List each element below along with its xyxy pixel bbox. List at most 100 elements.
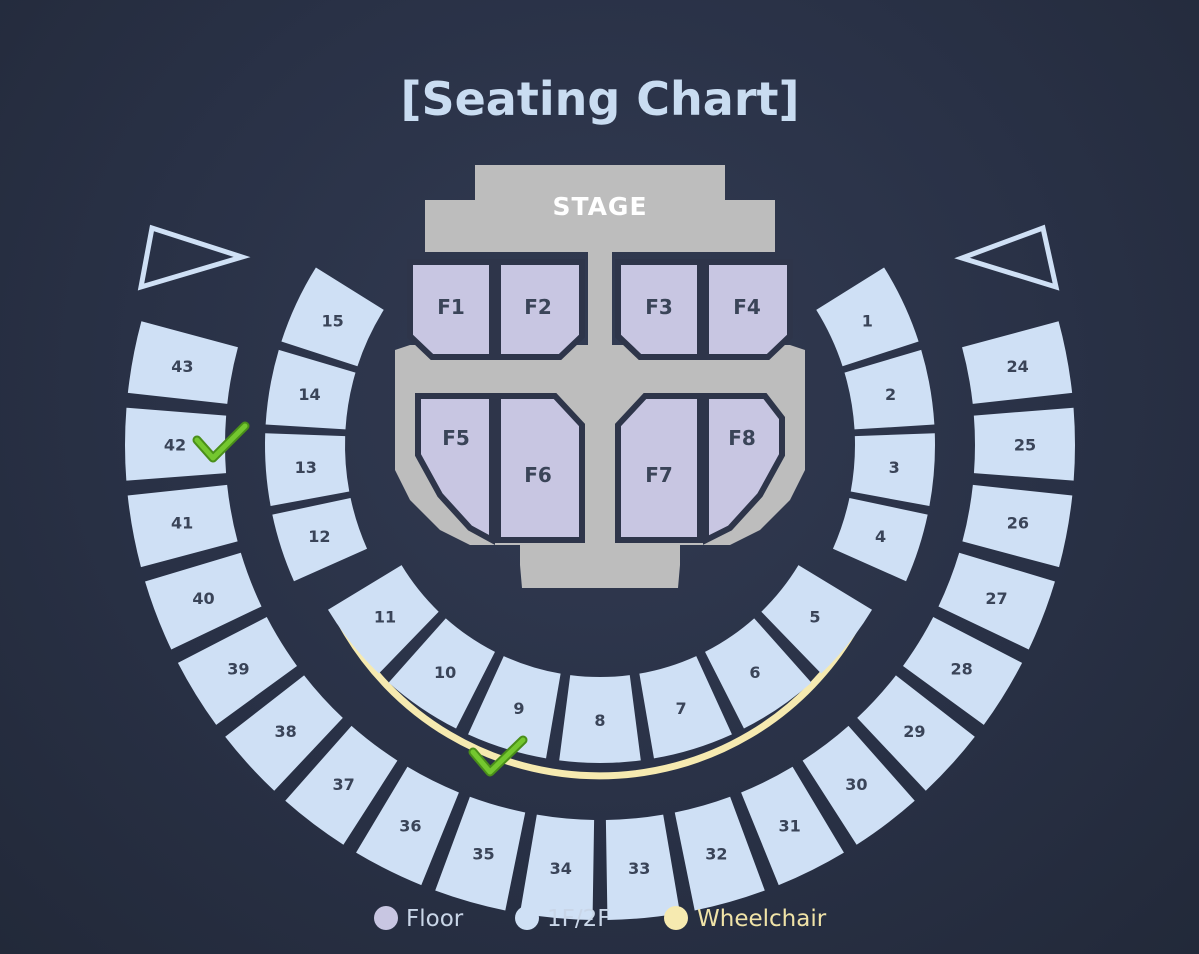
floor-section-f5[interactable]	[415, 393, 495, 546]
floor-section-f6[interactable]	[495, 393, 585, 543]
floor-label-f8: F8	[728, 426, 756, 450]
section-label-42: 42	[164, 435, 186, 454]
floor-sections: F1 F2 F3 F4 F5 F6 F7 F8	[407, 259, 793, 546]
wheelchair-area	[337, 621, 862, 780]
check-mark-icon	[468, 735, 528, 777]
section-1[interactable]	[816, 267, 919, 367]
stage-area: STAGE	[395, 165, 805, 588]
floor-section-f7[interactable]	[615, 393, 703, 543]
section-label-41: 41	[171, 513, 193, 532]
section-label-5: 5	[809, 607, 820, 626]
entrance-left-icon	[137, 224, 251, 291]
entrance-right-icon	[954, 224, 1060, 291]
section-label-35: 35	[472, 845, 494, 864]
section-24[interactable]	[962, 321, 1073, 404]
check-mark-icon	[192, 421, 250, 463]
section-11[interactable]	[327, 565, 439, 674]
section-label-36: 36	[399, 816, 421, 835]
floor-label-f1: F1	[437, 295, 465, 319]
section-label-10: 10	[434, 663, 456, 682]
section-label-15: 15	[322, 311, 344, 330]
section-36[interactable]	[356, 766, 459, 886]
section-label-39: 39	[227, 659, 249, 678]
section-12[interactable]	[272, 498, 368, 582]
section-label-11: 11	[374, 607, 396, 626]
section-label-2: 2	[885, 385, 896, 404]
section-3[interactable]	[850, 433, 935, 507]
section-label-3: 3	[889, 458, 900, 477]
floor-section-f8[interactable]	[703, 393, 785, 545]
floor-section-f2[interactable]	[495, 259, 585, 360]
floor-label-f7: F7	[645, 463, 673, 487]
section-label-12: 12	[308, 527, 330, 546]
stage-label: STAGE	[552, 192, 647, 221]
section-35[interactable]	[435, 796, 526, 911]
section-label-26: 26	[1007, 513, 1029, 532]
section-label-14: 14	[298, 385, 320, 404]
section-32[interactable]	[674, 796, 765, 911]
section-30[interactable]	[802, 725, 915, 845]
legend-seat-label: 1F/2F	[547, 906, 610, 932]
section-29[interactable]	[857, 675, 975, 791]
section-label-32: 32	[705, 845, 727, 864]
section-39[interactable]	[177, 616, 298, 725]
section-label-33: 33	[628, 859, 650, 878]
legend-seat-swatch	[515, 906, 539, 930]
floor-section-f1[interactable]	[407, 259, 495, 360]
legend: Floor 1F/2F Wheelchair	[374, 906, 827, 932]
outer-ring	[124, 321, 1075, 920]
section-8[interactable]	[559, 675, 641, 764]
floor-section-f4[interactable]	[703, 259, 793, 360]
section-25[interactable]	[973, 407, 1075, 481]
inner-ring-left	[265, 267, 384, 582]
section-38[interactable]	[225, 675, 343, 791]
section-10[interactable]	[388, 618, 495, 729]
section-label-43: 43	[171, 357, 193, 376]
legend-floor-swatch	[374, 906, 398, 930]
legend-wheelchair-label: Wheelchair	[697, 906, 827, 932]
section-label-27: 27	[985, 589, 1007, 608]
section-13[interactable]	[265, 433, 350, 507]
section-7[interactable]	[639, 656, 732, 759]
legend-wheelchair-swatch	[664, 906, 688, 930]
section-label-4: 4	[875, 527, 886, 546]
section-label-30: 30	[845, 775, 867, 794]
section-31[interactable]	[741, 766, 844, 886]
section-label-29: 29	[903, 722, 925, 741]
section-14[interactable]	[265, 349, 356, 430]
section-4[interactable]	[832, 498, 928, 582]
floor-label-f6: F6	[524, 463, 552, 487]
section-40[interactable]	[145, 552, 262, 650]
legend-floor-label: Floor	[406, 906, 464, 932]
section-2[interactable]	[844, 349, 935, 430]
section-15[interactable]	[281, 267, 384, 367]
floor-label-f4: F4	[733, 295, 761, 319]
section-37[interactable]	[285, 725, 398, 845]
section-9[interactable]	[468, 656, 561, 759]
page-title: [Seating Chart]	[400, 72, 799, 126]
section-34[interactable]	[519, 814, 595, 920]
section-27[interactable]	[938, 552, 1055, 650]
section-26[interactable]	[962, 484, 1073, 568]
section-label-6: 6	[749, 663, 760, 682]
section-label-31: 31	[779, 816, 801, 835]
section-41[interactable]	[127, 484, 238, 568]
section-28[interactable]	[902, 616, 1023, 725]
floor-section-f3[interactable]	[615, 259, 703, 360]
section-42[interactable]	[124, 407, 227, 481]
inner-ring-bottom	[327, 565, 873, 764]
section-6[interactable]	[705, 618, 812, 729]
inner-ring-right	[816, 267, 935, 582]
floor-label-f2: F2	[524, 295, 552, 319]
floor-label-f3: F3	[645, 295, 673, 319]
section-label-38: 38	[275, 722, 297, 741]
section-label-7: 7	[675, 699, 686, 718]
section-5[interactable]	[761, 565, 873, 674]
section-label-28: 28	[950, 659, 972, 678]
section-43[interactable]	[127, 321, 238, 404]
section-33[interactable]	[605, 814, 681, 920]
stage-block	[425, 165, 775, 252]
floor-label-f5: F5	[442, 426, 470, 450]
